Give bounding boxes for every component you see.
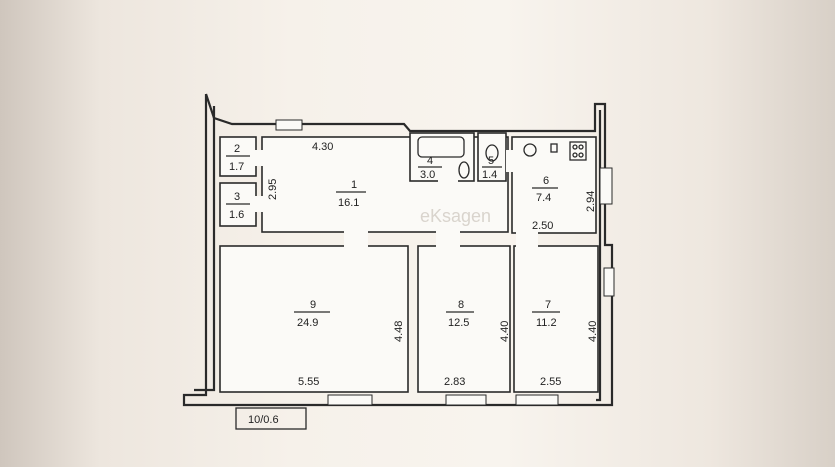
balcony: 10/0.6	[235, 407, 307, 430]
room-5	[477, 132, 507, 182]
stove-burner-icon	[578, 152, 584, 158]
stove-burner-icon	[572, 144, 578, 150]
balcony-label: 10/0.6	[248, 414, 279, 426]
dimension-hall-width: 4.30	[312, 141, 333, 153]
room-7	[513, 245, 599, 393]
sink-icon	[458, 161, 470, 179]
room-area: 16.1	[338, 197, 359, 209]
room-area: 24.9	[297, 317, 318, 329]
room-number: 8	[458, 299, 464, 311]
dimension-labels: 4.30 2.95 2.50 2.94 5.55 4.48 2.83 4.40 …	[267, 141, 599, 388]
stove-icon	[569, 141, 587, 161]
room-number: 6	[543, 175, 549, 187]
room-number: 7	[545, 299, 551, 311]
stove-burner-icon	[578, 144, 584, 150]
room-9	[219, 245, 409, 393]
dimension-kitchen-height: 2.94	[585, 191, 597, 212]
room-number: 9	[310, 299, 316, 311]
doors	[254, 150, 538, 248]
kitchen-sink-icon	[523, 143, 537, 157]
dimension-room7-height: 4.40	[587, 321, 599, 342]
dimension-room8-width: 2.83	[444, 376, 465, 388]
fixtures	[417, 136, 587, 179]
room-number: 5	[488, 155, 494, 167]
room-area: 1.7	[229, 161, 244, 173]
dimension-room7-width: 2.55	[540, 376, 561, 388]
stove-burner-icon	[572, 152, 578, 158]
windows	[275, 119, 615, 406]
dimension-room8-height: 4.40	[499, 321, 511, 342]
room-area: 11.2	[536, 317, 557, 329]
room-labels: 2 1.7 3 1.6 1 16.1 4 3.0 5 1.4 6 7.4 9 2…	[226, 143, 560, 329]
toilet-icon	[485, 144, 499, 162]
dimension-kitchen-width: 2.50	[532, 220, 553, 232]
room-area: 1.4	[482, 169, 497, 181]
room-number: 4	[427, 155, 433, 167]
room-area: 3.0	[420, 169, 435, 181]
room-area: 12.5	[448, 317, 469, 329]
bathtub-icon	[417, 136, 465, 158]
dimension-hall-height: 2.95	[267, 179, 279, 200]
dimension-room9-height: 4.48	[393, 321, 405, 342]
room-8	[417, 245, 511, 393]
room-area: 1.6	[229, 209, 244, 221]
fixture-icon	[550, 143, 558, 153]
watermark: eKsagen	[420, 206, 491, 226]
room-number: 3	[234, 191, 240, 203]
room-number: 1	[351, 179, 357, 191]
rooms	[219, 132, 599, 393]
dimension-room9-width: 5.55	[298, 376, 319, 388]
room-area: 7.4	[536, 192, 551, 204]
room-number: 2	[234, 143, 240, 155]
